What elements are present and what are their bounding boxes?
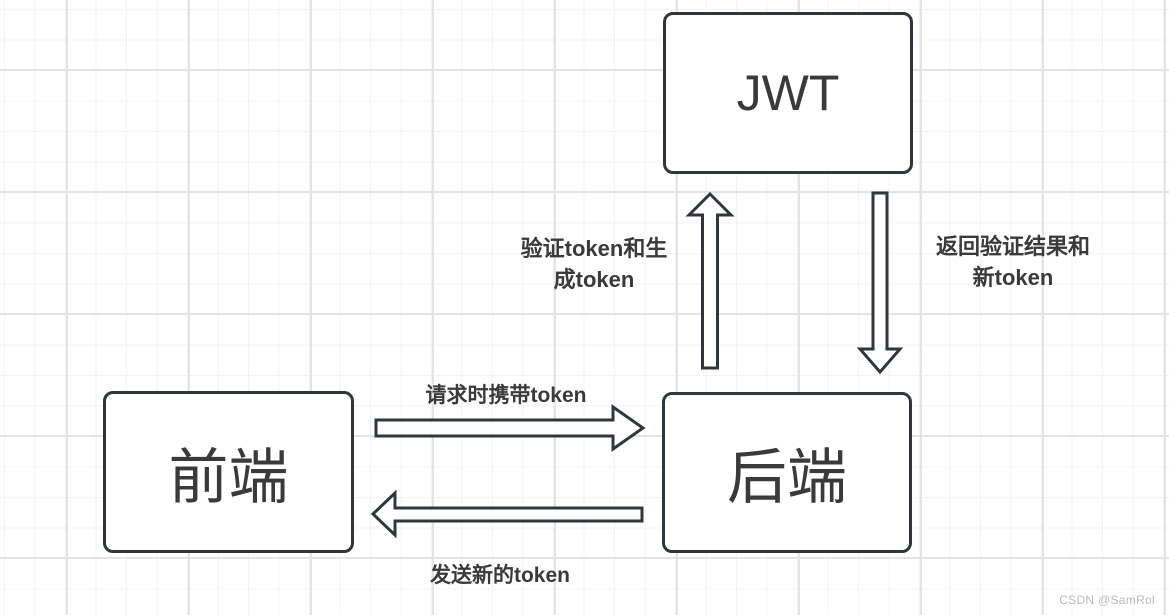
arrow-down-icon	[856, 191, 904, 375]
edge-label-send-token: 发送新的token	[429, 564, 570, 587]
node-backend: 后端	[662, 392, 912, 553]
edge-label-verify-line2: 成token	[553, 267, 635, 292]
edge-label-request-token: 请求时携带token	[425, 384, 587, 407]
edge-label-return-line2: 新token	[972, 265, 1054, 290]
edge-label-verify-line1: 验证token和生	[520, 236, 668, 261]
node-jwt-label: JWT	[736, 65, 840, 121]
node-frontend-label: 前端	[168, 443, 289, 511]
edge-label-verify-token: 验证token和生 成token	[484, 233, 704, 295]
edge-label-return-result: 返回验证结果和 新token	[903, 231, 1123, 293]
arrow-left-icon	[370, 489, 644, 539]
edge-label-return-line1: 返回验证结果和	[935, 234, 1090, 259]
node-frontend: 前端	[103, 391, 354, 553]
csdn-watermark: CSDN @SamRol	[1059, 593, 1155, 607]
arrow-right-icon	[374, 404, 646, 452]
node-backend-label: 后端	[727, 444, 847, 511]
node-jwt: JWT	[663, 12, 913, 174]
